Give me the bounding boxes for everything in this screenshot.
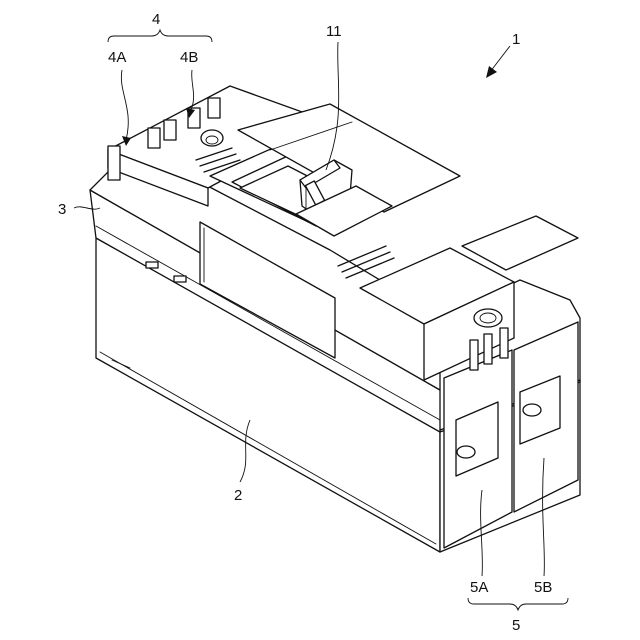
label-5A: 5A xyxy=(470,579,488,596)
label-11: 11 xyxy=(326,23,342,40)
label-5: 5 xyxy=(512,617,520,634)
label-5B: 5B xyxy=(534,579,552,596)
brace-4 xyxy=(108,30,212,42)
label-2: 2 xyxy=(234,487,242,504)
brace-5 xyxy=(468,598,568,610)
label-4: 4 xyxy=(152,11,160,28)
label-4B: 4B xyxy=(180,49,198,66)
label-4A: 4A xyxy=(108,49,126,66)
label-3: 3 xyxy=(58,201,66,218)
label-1: 1 xyxy=(512,31,520,48)
